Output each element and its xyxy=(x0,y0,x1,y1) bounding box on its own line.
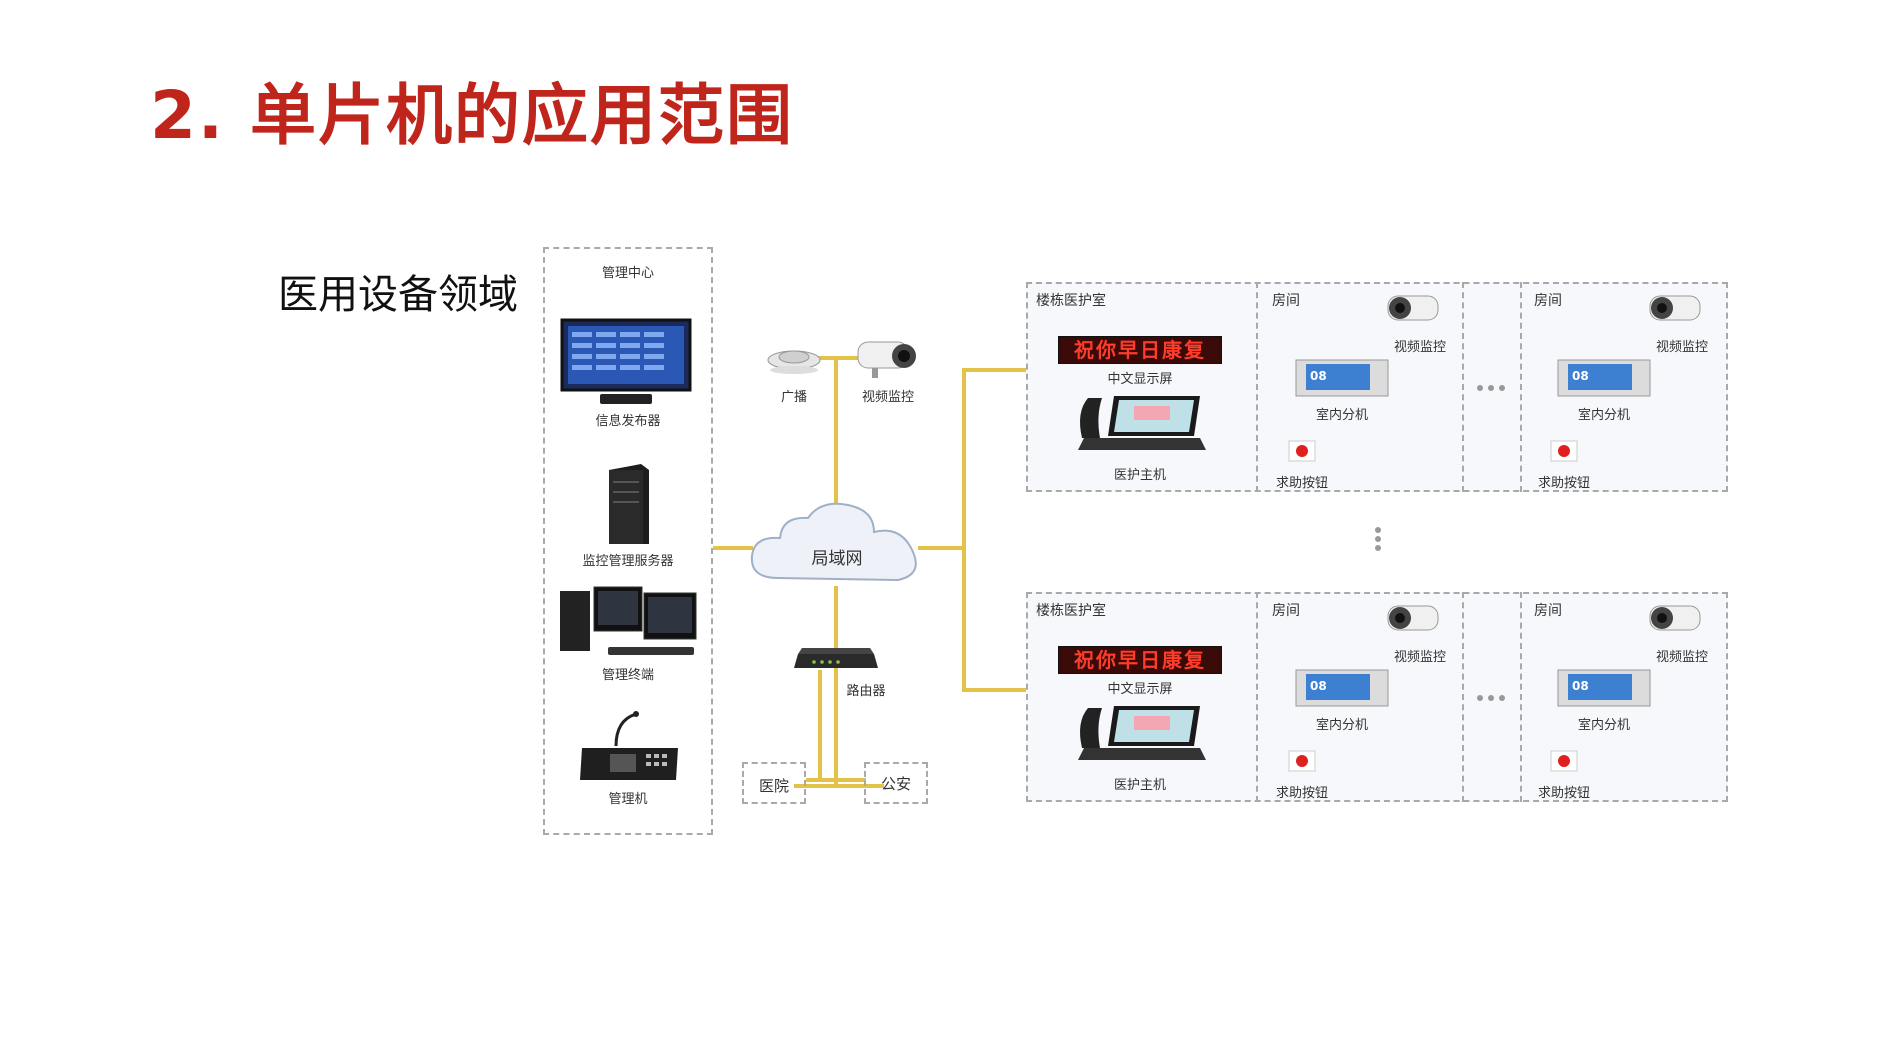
top-room1-button-label: 求助按钮 xyxy=(1275,476,1329,491)
camera-icon xyxy=(1649,605,1701,631)
camera-icon xyxy=(857,341,916,378)
bottom-display-label: 中文显示屏 xyxy=(1107,682,1173,697)
server-icon xyxy=(609,464,649,544)
bottom-room1-button-label: 求助按钮 xyxy=(1275,786,1329,801)
connector-right-bottom xyxy=(962,688,1028,692)
connector-right-top xyxy=(962,368,1028,372)
label-management-console: 管理机 xyxy=(608,792,648,807)
connector-center-cloud xyxy=(713,546,753,550)
bottom-host-label: 医护主机 xyxy=(1113,778,1167,793)
router-icon xyxy=(794,648,878,668)
intercom-icon: 08 xyxy=(1557,669,1651,707)
bottom-room2-button-label: 求助按钮 xyxy=(1537,786,1591,801)
label-router: 路由器 xyxy=(846,684,886,699)
connector-right-trunk xyxy=(962,368,966,690)
connector-nodes-horizontal xyxy=(806,778,866,782)
bottom-divider-2 xyxy=(1462,592,1464,802)
intercom-icon: 08 xyxy=(1295,359,1389,397)
label-broadcast: 广播 xyxy=(780,390,808,405)
phone-host-icon xyxy=(1078,706,1206,760)
extension-number: 08 xyxy=(1310,679,1327,693)
ellipsis-icon xyxy=(1477,385,1505,391)
label-lan: 局域网 xyxy=(811,549,863,569)
label-hospital: 医院 xyxy=(758,777,790,795)
top-divider-3 xyxy=(1520,282,1522,492)
alarm-button-icon xyxy=(1550,440,1578,462)
top-room2-camera-label: 视频监控 xyxy=(1655,340,1709,355)
ellipsis-icon xyxy=(1375,527,1381,551)
top-room2-title: 房间 xyxy=(1534,293,1562,309)
connector-cloud-right xyxy=(918,546,964,550)
speaker-icon xyxy=(767,350,821,374)
console-icon xyxy=(580,711,678,780)
alarm-button-icon xyxy=(1288,440,1316,462)
connector-top-branch xyxy=(794,356,884,360)
connector-bottom-branch xyxy=(794,784,884,788)
top-divider-2 xyxy=(1462,282,1464,492)
alarm-button-icon xyxy=(1550,750,1578,772)
alarm-button-icon xyxy=(1288,750,1316,772)
connector-bottom-trunk xyxy=(834,586,838,786)
top-led-display: 祝你早日康复 xyxy=(1058,336,1222,364)
police-node xyxy=(864,762,928,804)
cloud-icon xyxy=(750,502,917,582)
management-center-box xyxy=(543,247,713,835)
label-video-monitor: 视频监控 xyxy=(861,390,915,405)
intercom-icon: 08 xyxy=(1557,359,1651,397)
label-info-publisher: 信息发布器 xyxy=(595,414,661,429)
slide-subtitle: 医用设备领域 xyxy=(278,272,518,318)
camera-icon xyxy=(1387,295,1439,321)
bottom-led-display: 祝你早日康复 xyxy=(1058,646,1222,674)
connector-top-trunk xyxy=(834,356,838,512)
intercom-icon: 08 xyxy=(1295,669,1389,707)
bottom-divider-1 xyxy=(1256,592,1258,802)
label-monitor-server: 监控管理服务器 xyxy=(582,554,674,569)
label-police: 公安 xyxy=(880,775,912,793)
bottom-room2-title: 房间 xyxy=(1534,603,1562,619)
bottom-room1-extension-label: 室内分机 xyxy=(1315,718,1369,733)
bottom-room2-camera-label: 视频监控 xyxy=(1655,650,1709,665)
extension-number: 08 xyxy=(1310,369,1327,383)
label-management-terminal: 管理终端 xyxy=(601,668,655,683)
bottom-nurse-station-title: 楼栋医护室 xyxy=(1036,603,1106,619)
hospital-node xyxy=(742,762,806,804)
slide-title: 2. 单片机的应用范围 xyxy=(150,77,794,154)
camera-icon xyxy=(1649,295,1701,321)
workstation-icon xyxy=(560,586,697,655)
bottom-room2-extension-label: 室内分机 xyxy=(1577,718,1631,733)
top-room1-extension-label: 室内分机 xyxy=(1315,408,1369,423)
phone-host-icon xyxy=(1078,396,1206,450)
top-nurse-station-title: 楼栋医护室 xyxy=(1036,293,1106,309)
top-display-label: 中文显示屏 xyxy=(1107,372,1173,387)
management-center-title: 管理中心 xyxy=(601,266,655,281)
bottom-room1-camera-label: 视频监控 xyxy=(1393,650,1447,665)
extension-number: 08 xyxy=(1572,369,1589,383)
top-room1-title: 房间 xyxy=(1272,293,1300,309)
top-host-label: 医护主机 xyxy=(1113,468,1167,483)
camera-icon xyxy=(1387,605,1439,631)
bottom-divider-3 xyxy=(1520,592,1522,802)
top-divider-1 xyxy=(1256,282,1258,492)
top-room2-extension-label: 室内分机 xyxy=(1577,408,1631,423)
ellipsis-icon xyxy=(1477,695,1505,701)
connector-router-nodes xyxy=(818,670,822,780)
monitor-icon xyxy=(560,318,692,404)
extension-number: 08 xyxy=(1572,679,1589,693)
top-room1-camera-label: 视频监控 xyxy=(1393,340,1447,355)
top-room2-button-label: 求助按钮 xyxy=(1537,476,1591,491)
bottom-room1-title: 房间 xyxy=(1272,603,1300,619)
